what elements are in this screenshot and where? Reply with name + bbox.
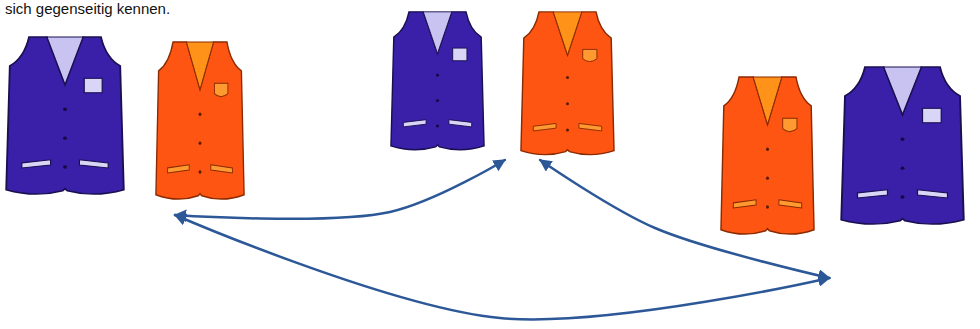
caption-text: sich gegenseitig kennen. [5,0,170,17]
curved-arrow [175,160,505,219]
vest-pair [715,60,975,278]
vest-pair [385,5,620,160]
curved-arrow [540,160,829,278]
curved-arrow [175,215,829,319]
vest-pair [0,30,250,215]
